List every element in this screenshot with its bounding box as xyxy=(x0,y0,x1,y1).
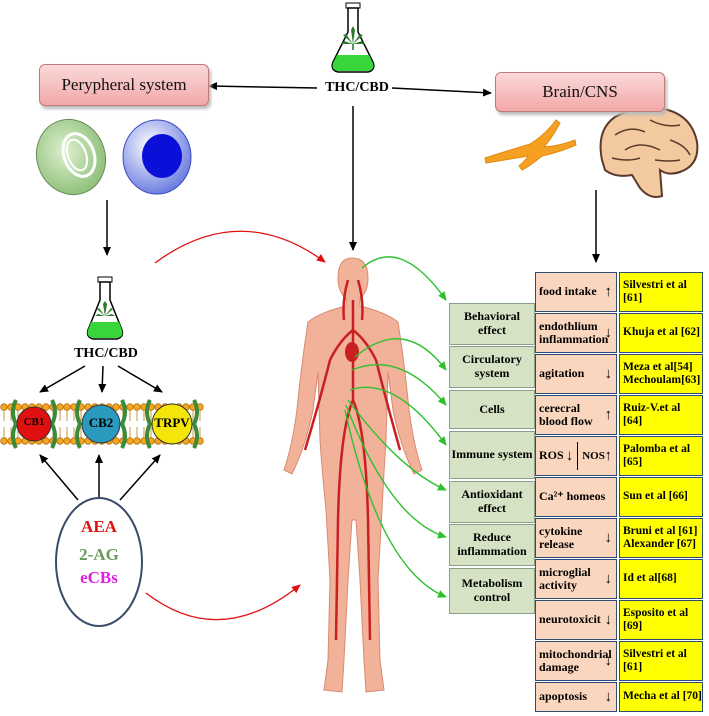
brain-cns-box: Brain/CNS xyxy=(495,72,665,112)
receptor-trpv xyxy=(145,399,199,449)
cns-effect-endothelium: endothlium inflammation↓ xyxy=(535,313,617,353)
membrane-lipid xyxy=(126,437,134,445)
cns-effect-ros-nos: ROS ↓ NOS ↑ xyxy=(535,436,617,476)
effect-behavioral: Behavioral effect xyxy=(449,303,535,345)
ref-7: Bruni et al [61] Alexander [67] xyxy=(619,518,703,558)
receptor-cb1 xyxy=(11,399,57,449)
peripheral-system-box: Perypheral system xyxy=(39,64,209,106)
effect-circulatory: Circulatory system xyxy=(449,346,535,388)
ref-9: Esposito et al [69] xyxy=(619,600,703,640)
human-body-illustration xyxy=(283,257,423,693)
cns-effect-food-intake: food intake↑ xyxy=(535,272,617,312)
cns-effect-calcium: Ca²⁺ homeos xyxy=(535,477,617,517)
membrane-lipid xyxy=(42,437,50,445)
effect-cells: Cells xyxy=(449,390,535,429)
cns-effect-agitation: agitation↓ xyxy=(535,354,617,394)
receptor-trpv-label: TRPV xyxy=(154,415,190,430)
receptor-cb2-label: CB2 xyxy=(88,415,114,430)
cns-effect-microglial: microglial activity↓ xyxy=(535,559,617,599)
ref-6: Sun et al [66] xyxy=(619,477,703,517)
receptor-cb2 xyxy=(75,399,127,449)
membrane-lipid xyxy=(126,403,134,411)
membrane-lipid xyxy=(63,403,71,411)
membrane-lipid xyxy=(112,437,120,445)
membrane-lipid xyxy=(63,437,71,445)
membrane-lipid xyxy=(0,437,8,445)
membrane-lipid xyxy=(133,403,141,411)
peripheral-compound-label: THC/CBD xyxy=(74,346,138,361)
effect-metabolism: Metabolism control xyxy=(449,568,535,614)
ligand-oval xyxy=(55,497,143,627)
ref-4: Ruiz-V.et al [64] xyxy=(619,395,703,435)
membrane-lipid xyxy=(112,403,120,411)
ref-3: Meza et al[54] Mechoulam[63] xyxy=(619,354,703,394)
ref-11: Mecha et al [70] xyxy=(619,682,703,712)
cns-effect-neurotoxicity: neurotoxicit↓ xyxy=(535,600,617,640)
flask-icon-top xyxy=(331,2,375,73)
effect-immune: Immune system xyxy=(449,431,535,479)
effect-reduce-inflammation: Reduce inflammation xyxy=(449,524,535,566)
brain-icon xyxy=(599,106,699,198)
ref-5: Palomba et al [65] xyxy=(619,436,703,476)
ligand-ecbs: eCBs xyxy=(80,568,118,587)
membrane-lipid xyxy=(56,437,64,445)
membrane-lipid xyxy=(0,403,8,411)
green-cell-icon xyxy=(36,118,106,196)
ligand-aea: AEA xyxy=(81,517,117,536)
neuron-icon xyxy=(484,119,577,171)
ref-8: Id et al[68] xyxy=(619,559,703,599)
receptor-cb1-label: CB1 xyxy=(23,416,45,428)
effect-antioxidant: Antioxidant effect xyxy=(449,481,535,523)
flask-icon-peripheral xyxy=(86,276,124,340)
cns-effect-apoptosis: apoptosis↓ xyxy=(535,682,617,712)
membrane-lipid xyxy=(56,403,64,411)
cns-effect-cerebral-blood-flow: cerecral blood flow↑ xyxy=(535,395,617,435)
ref-10: Silvestri et al [61] xyxy=(619,641,703,681)
membrane-lipid xyxy=(42,403,50,411)
top-compound-label: THC/CBD xyxy=(325,80,389,95)
ref-2: Khuja et al [62] xyxy=(619,313,703,353)
membrane-lipid xyxy=(133,437,141,445)
ref-1: Silvestri et al [61] xyxy=(619,272,703,312)
blue-cell-icon xyxy=(122,119,192,195)
cns-effect-cytokine: cytokine release↓ xyxy=(535,518,617,558)
cns-effect-mitochondrial: mitochondrial damage↓ xyxy=(535,641,617,681)
ligand-2ag: 2-AG xyxy=(79,545,119,564)
